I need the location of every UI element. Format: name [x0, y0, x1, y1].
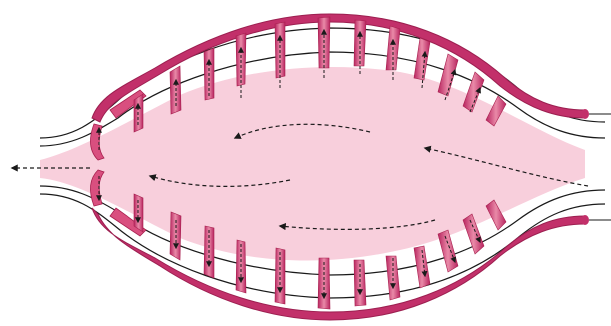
- end-cap-bottom: [581, 215, 589, 225]
- end-cap-top: [581, 109, 589, 119]
